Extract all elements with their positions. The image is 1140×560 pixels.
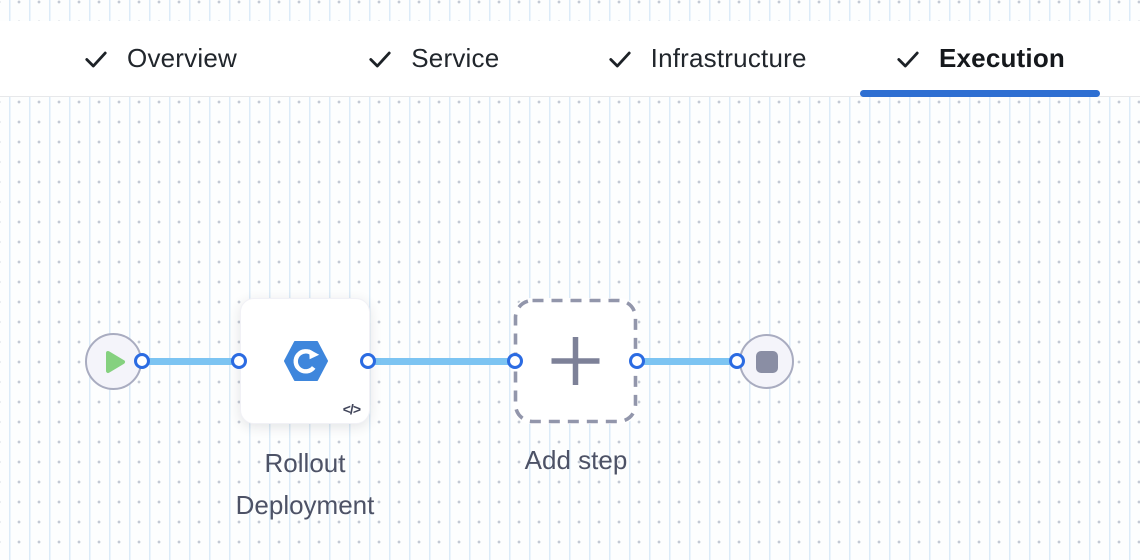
step-node-rollout-deployment[interactable]: </> — [240, 298, 370, 424]
k8s-rolling-deployment-icon — [284, 341, 328, 386]
check-icon — [609, 51, 631, 67]
stop-icon — [755, 350, 778, 373]
port-step-out[interactable] — [360, 353, 376, 369]
pipeline-stage-tabbar: Overview Service Infrastructure Executio… — [0, 21, 1140, 97]
edge-addstep-to-end — [637, 358, 737, 365]
pipeline-end-node[interactable] — [739, 334, 794, 389]
tab-label: Overview — [127, 43, 237, 73]
add-step-node[interactable] — [513, 298, 638, 424]
check-icon — [369, 51, 391, 67]
step-node-label: Rollout Deployment — [235, 448, 375, 520]
port-start-out[interactable] — [134, 353, 150, 369]
check-icon — [897, 51, 919, 67]
tab-overview[interactable]: Overview — [40, 21, 280, 96]
active-tab-indicator — [859, 90, 1100, 97]
code-icon[interactable]: </> — [342, 401, 361, 417]
port-addstep-out[interactable] — [629, 353, 645, 369]
edge-step-to-addstep — [368, 358, 515, 365]
port-end-in[interactable] — [729, 353, 745, 369]
tab-label: Infrastructure — [650, 43, 807, 73]
play-icon — [106, 350, 125, 373]
tab-label: Execution — [938, 43, 1066, 73]
edge-start-to-step — [142, 358, 239, 365]
add-step-label[interactable]: Add step — [524, 445, 628, 475]
port-addstep-in[interactable] — [507, 353, 523, 369]
tab-service[interactable]: Service — [313, 21, 553, 96]
port-step-in[interactable] — [231, 353, 247, 369]
tab-infrastructure[interactable]: Infrastructure — [587, 21, 827, 96]
tab-execution[interactable]: Execution — [859, 21, 1100, 97]
plus-icon — [551, 337, 600, 385]
tab-label: Service — [411, 43, 500, 73]
check-icon — [85, 51, 107, 67]
